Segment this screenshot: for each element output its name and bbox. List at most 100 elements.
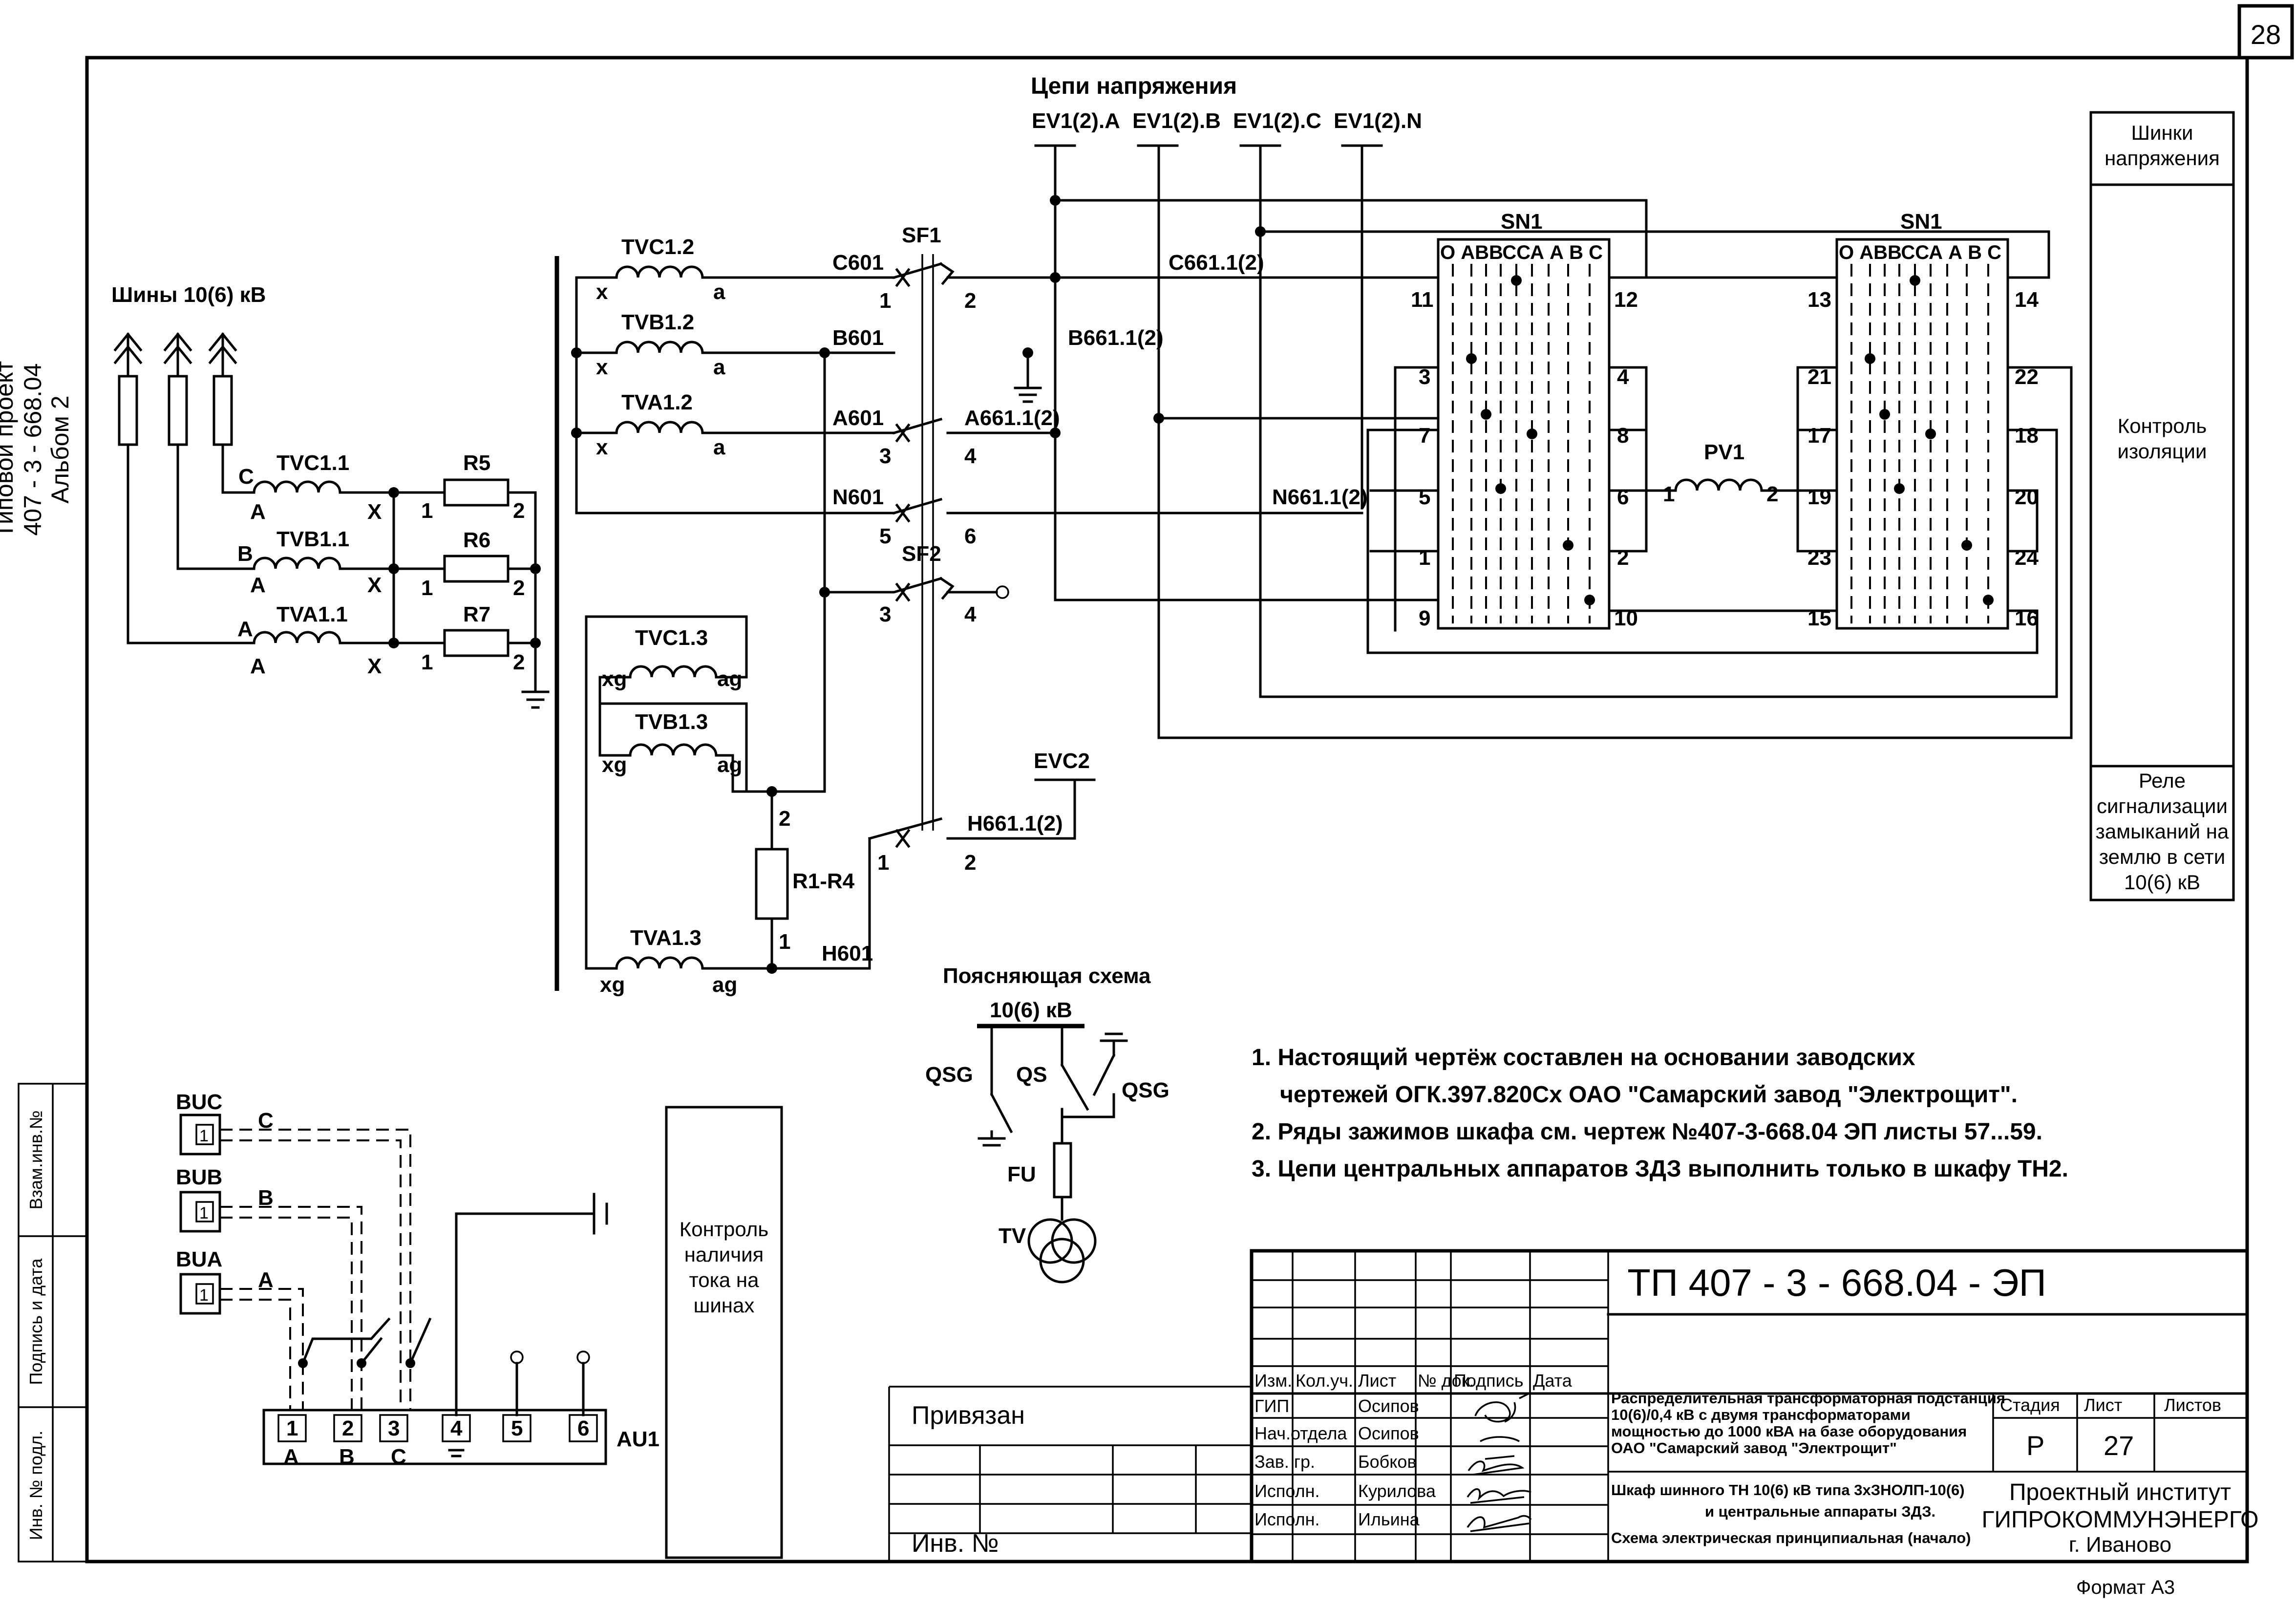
- kontrol-box: Контроль изоляции: [2117, 414, 2207, 463]
- right-panel: Шинки напряжения Контроль изоляции Реле …: [2089, 111, 2235, 901]
- tb-title-1: и центральные аппараты ЗДЗ.: [1705, 1503, 1935, 1520]
- c601-label: C601: [832, 251, 884, 275]
- sf1-pin5: 5: [879, 524, 891, 548]
- signature-osipov-2: [1480, 1436, 1520, 1442]
- bub-label: BUB: [176, 1165, 222, 1189]
- sn1l-pin11: 11: [1411, 288, 1434, 312]
- b601-label: B601: [832, 326, 884, 350]
- tb-stage-label: Стадия: [2000, 1395, 2060, 1415]
- au1-phase-c: C: [391, 1445, 406, 1469]
- signature-ilyina: [1467, 1515, 1532, 1532]
- tb-org-2: г. Иваново: [2069, 1533, 2171, 1557]
- current-control-box: Контроль наличия тока на шинах: [680, 1218, 768, 1317]
- buc-label: BUC: [176, 1090, 222, 1114]
- tb-col-izm: Изм.: [1254, 1371, 1292, 1391]
- tvc13-end: ag: [717, 667, 742, 691]
- tb-role-3: Исполн.: [1254, 1481, 1320, 1501]
- au1-block: 1 2 3 4 5 6 A B C AU1: [262, 1193, 659, 1469]
- tvc12-start: x: [596, 280, 608, 304]
- r6-pin1: 1: [421, 576, 433, 600]
- bus-label-b: EV1(2).B: [1132, 109, 1221, 133]
- h6611-label: H661.1(2): [967, 812, 1063, 836]
- voltage-bus-header: Цепи напряжения EV1(2).A EV1(2).B EV1(2)…: [1031, 73, 1422, 671]
- outgoing-labels: C661.1(2) B661.1(2) A661.1(2) N661.1(2): [964, 251, 1368, 509]
- tvb11-label: TVB1.1: [276, 527, 349, 551]
- au1-term3: 3: [388, 1416, 400, 1440]
- sn1l-pin1: 1: [1419, 546, 1430, 570]
- h601-label: H601: [822, 942, 873, 965]
- signature-kurilova: [1467, 1488, 1531, 1504]
- bub-pin: 1: [199, 1204, 209, 1222]
- tva11-start: A: [250, 654, 266, 678]
- tb-col-koluch: Кол.уч.: [1296, 1371, 1353, 1391]
- au1-label: AU1: [617, 1427, 659, 1451]
- bub-phase: B: [258, 1186, 274, 1210]
- sf1-pin4: 4: [964, 444, 977, 468]
- tb-object-0: Распределительная трансформаторная подст…: [1611, 1390, 2005, 1407]
- rele-text: Реле сигнализации замыканий на землю в с…: [2095, 769, 2229, 894]
- sn1r-pin17: 17: [1807, 424, 1831, 448]
- tb-privyazan: Привязан: [912, 1401, 1025, 1430]
- pv1-pin1: 1: [1663, 482, 1675, 506]
- sn1-right-header: О АВВССА А В С: [1839, 242, 2001, 263]
- title-block: Привязан Инв. № ТП 407 - 3 - 668.04 - ЭП…: [888, 1249, 2259, 1564]
- tva13-end: ag: [712, 973, 737, 997]
- r6-label: R6: [463, 528, 490, 552]
- signature-osipov-1: [1474, 1393, 1530, 1423]
- bus-label-c: EV1(2).C: [1233, 109, 1321, 133]
- sn1l-pin9: 9: [1419, 606, 1430, 630]
- r6-pin2: 2: [513, 576, 525, 600]
- sn1r-pin18: 18: [2015, 424, 2039, 448]
- lower-pin1: 1: [877, 851, 889, 875]
- format-label: Формат А3: [2076, 1577, 2175, 1598]
- tvb13-end: ag: [717, 753, 742, 777]
- tb-col-data: Дата: [1533, 1371, 1573, 1391]
- tvb13-label: TVB1.3: [635, 710, 708, 734]
- buc-phase: C: [258, 1109, 274, 1133]
- note-1-cont: чертежей ОГК.397.820Сх ОАО "Самарский за…: [1280, 1082, 2018, 1108]
- strip-podpis-data: Подпись и дата: [26, 1258, 46, 1385]
- tb-name-4: Ильина: [1358, 1509, 1420, 1529]
- r7-pin1: 1: [421, 650, 433, 674]
- sn1l-pin2: 2: [1617, 546, 1629, 570]
- current-sensors: BUC BUB BUA 1 1 1 C B A: [176, 1090, 432, 1410]
- tb-sheets-label: Листов: [2164, 1395, 2221, 1415]
- tb-title-2: Схема электрическая принципиальная (нача…: [1611, 1529, 1971, 1546]
- tb-name-0: Осипов: [1358, 1396, 1419, 1416]
- secondary-windings: TVC1.2 TVB1.2 TVA1.2 x x x a a a C601 B6…: [554, 235, 895, 991]
- evc2-label: EVC2: [1034, 749, 1090, 773]
- sn1r-pin23: 23: [1807, 546, 1831, 570]
- sn1-left-header: О АВВССА А В С: [1440, 242, 1603, 263]
- tb-role-2: Зав. гр.: [1254, 1452, 1315, 1472]
- tvb13-start: xg: [602, 753, 627, 777]
- r7-label: R7: [463, 602, 490, 626]
- tva12-label: TVA1.2: [621, 390, 693, 414]
- page-number: 28: [2251, 19, 2281, 50]
- au1-term1: 1: [286, 1416, 298, 1440]
- tva11-label: TVA1.1: [276, 602, 348, 626]
- sf1-pin6: 6: [964, 524, 976, 548]
- kontrol-text: Контроль изоляции: [2117, 414, 2207, 463]
- breakers: SF1 SF2 1 2 3 4 5 6 3 4 EVC2 H6: [819, 223, 1363, 875]
- side-stamp-line1: Типовой проект: [0, 361, 18, 538]
- expl-title: Поясняющая схема: [943, 964, 1151, 988]
- tb-col-podpis: Подпись: [1454, 1371, 1523, 1391]
- tvc11-label: TVC1.1: [276, 451, 349, 475]
- sn1r-pin14: 14: [2015, 288, 2039, 312]
- sn1r-pin24: 24: [2015, 546, 2039, 570]
- tvc13-start: xg: [602, 667, 627, 691]
- sf1-pin3: 3: [879, 444, 891, 468]
- signature-bobkov: [1467, 1455, 1525, 1476]
- left-strip: Инв. № подл. Подпись и дата Взам.инв.№: [18, 1083, 88, 1563]
- tva13-start: xg: [600, 973, 625, 997]
- a6611-label: A661.1(2): [964, 406, 1060, 430]
- phase-label-c: C: [238, 465, 254, 489]
- sf2-pin4: 4: [964, 602, 977, 626]
- r5-pin1: 1: [421, 499, 433, 523]
- sn1l-pin6: 6: [1617, 485, 1629, 509]
- tb-col-list: Лист: [1358, 1371, 1396, 1391]
- sn1-right-label: SN1: [1900, 210, 1942, 234]
- tb-role-0: ГИП: [1254, 1396, 1289, 1416]
- shinki-box: Шинки напряжения: [2105, 121, 2220, 170]
- tb-role-4: Исполн.: [1254, 1509, 1320, 1529]
